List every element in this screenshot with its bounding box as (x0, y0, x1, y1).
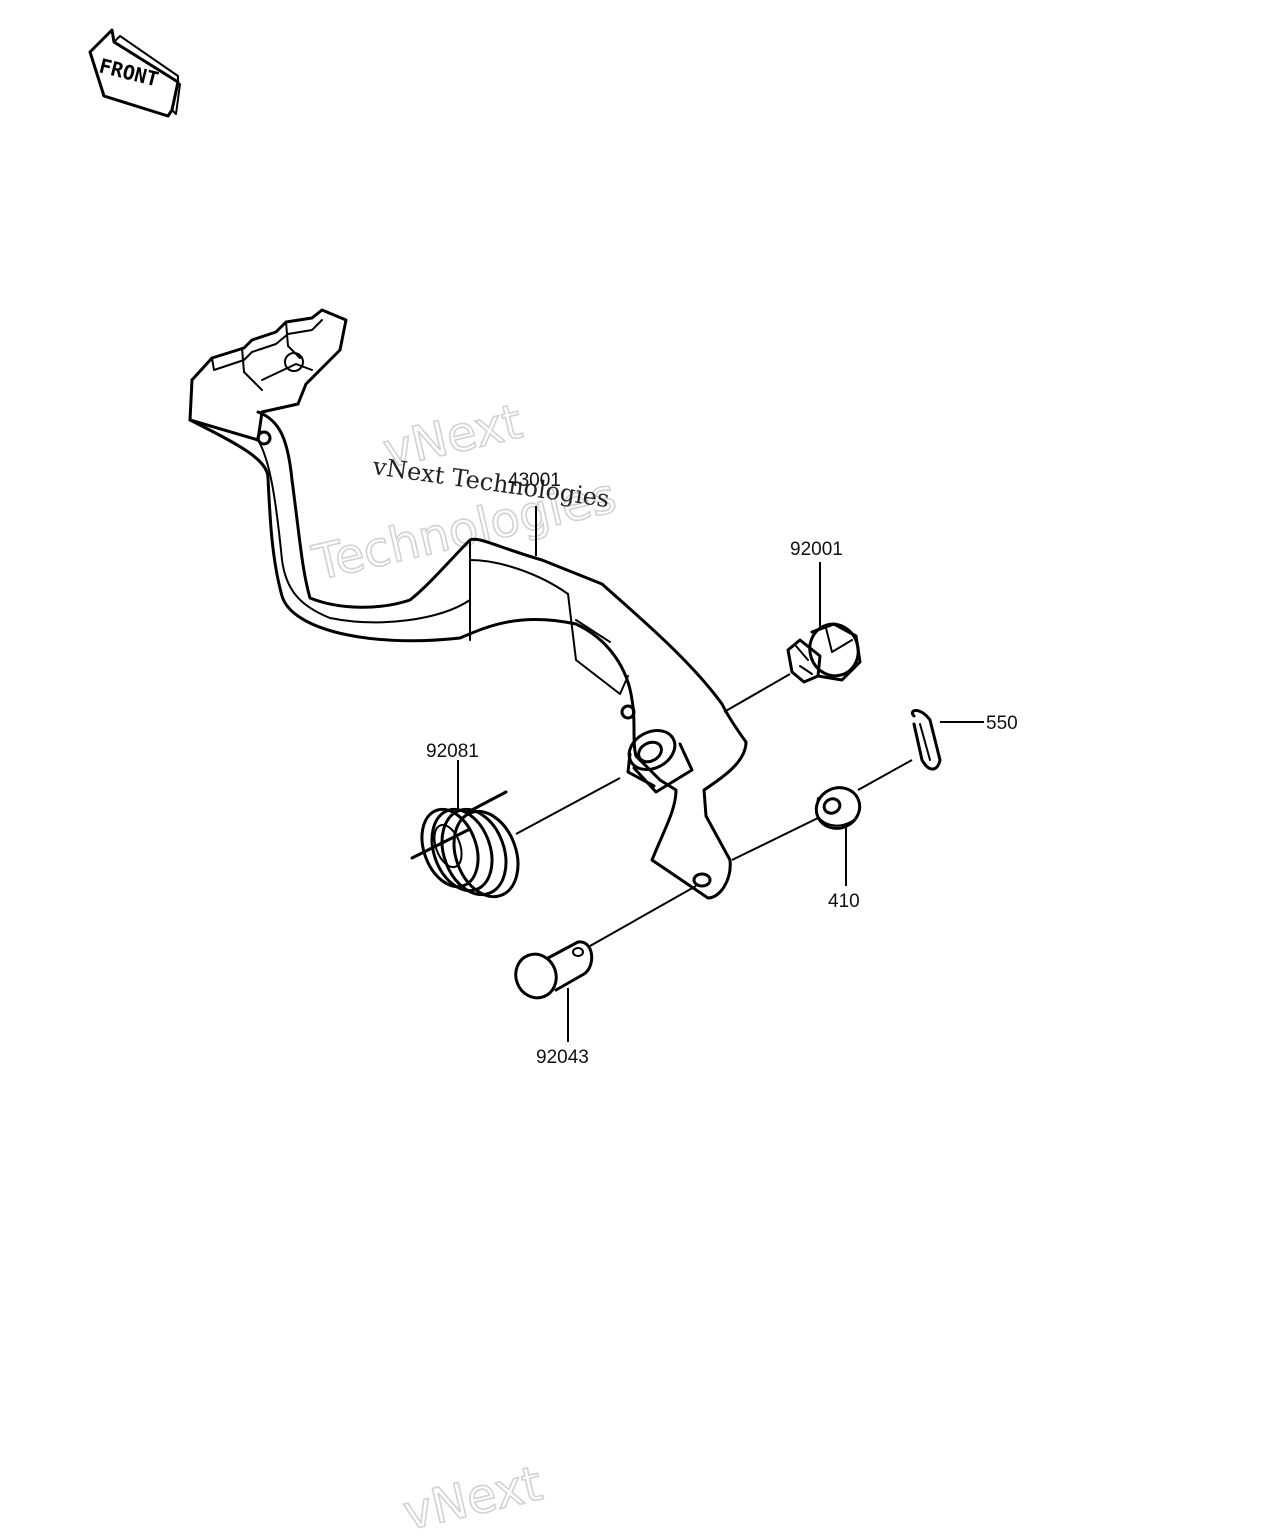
part-label-brake-pedal: 43001 (508, 470, 561, 491)
part-label-clevis-pin: 92043 (536, 1047, 589, 1068)
brake-pedal-drawing (188, 308, 748, 900)
part-label-cotter-pin: 550 (986, 713, 1018, 734)
clevis-pin-drawing (514, 940, 594, 1000)
front-direction-badge: FRONT (88, 28, 181, 118)
assembly-lines (457, 506, 984, 1042)
washer-drawing (814, 786, 862, 830)
watermark-lower-line1: vNext (398, 1456, 547, 1536)
bolt-drawing (786, 622, 862, 684)
part-label-torsion-spring: 92081 (426, 741, 479, 762)
front-label: FRONT (97, 54, 161, 92)
watermark: vNext Technologies vNext (306, 393, 622, 1536)
part-label-bolt: 92001 (790, 539, 843, 560)
part-label-washer: 410 (828, 891, 860, 912)
cotter-pin-drawing (911, 709, 942, 771)
spring-drawing (410, 790, 520, 899)
